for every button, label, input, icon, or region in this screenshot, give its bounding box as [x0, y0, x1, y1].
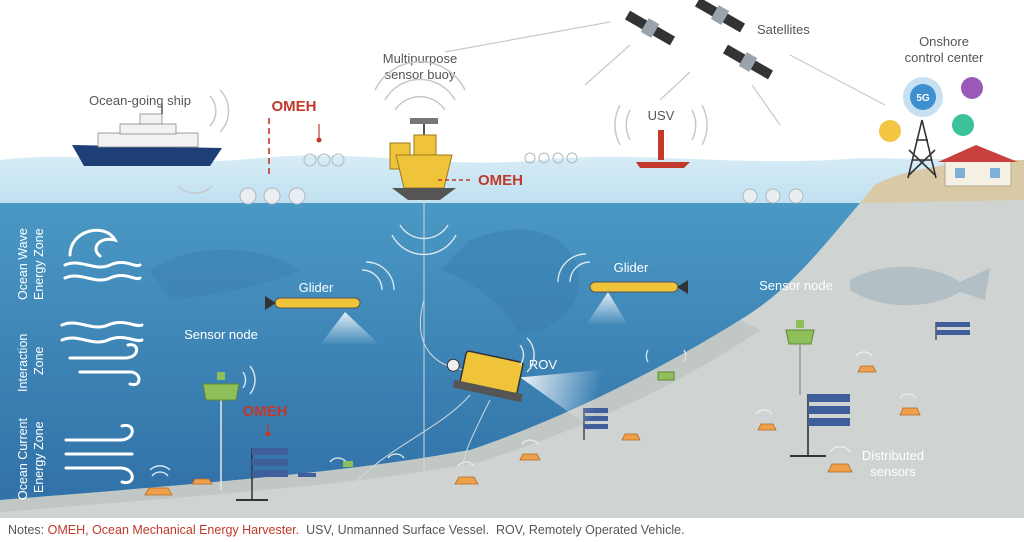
glider-label-left: Glider: [299, 280, 334, 295]
omeh-label-surface: OMEH: [272, 98, 317, 115]
seabed-omeh-units: [298, 461, 353, 477]
ocean-scene: Satellites Onshore control center 5G Oce…: [0, 0, 1024, 518]
satellite-icon: [722, 44, 774, 80]
onshore-label-line2: control center: [905, 50, 984, 65]
glider-left: [265, 296, 380, 345]
omeh-floats: [239, 152, 804, 205]
signal-waves: [177, 89, 230, 194]
buoy-label-line1: Multipurpose: [383, 51, 457, 66]
notes-omeh: OMEH, Ocean Mechanical Energy Harvester.: [47, 523, 300, 537]
manta-silhouette: [440, 229, 579, 335]
fish-silhouette: [850, 266, 990, 306]
zone-interaction-line2: Zone: [32, 346, 46, 375]
sensor-buoy: [389, 118, 456, 480]
rov: [446, 350, 604, 429]
signal-waves: [519, 337, 535, 373]
glider-label-right: Glider: [614, 260, 649, 275]
signal-waves: [614, 104, 708, 146]
wifi-icon: [879, 120, 901, 142]
ship-label: Ocean-going ship: [89, 93, 191, 108]
sensor-node-label-right: Sensor node: [759, 278, 833, 293]
omeh-pointer-dot: [316, 137, 322, 143]
ocean-going-ship: [72, 104, 222, 166]
omeh-label-seabed: OMEH: [243, 403, 288, 420]
signal-waves: [242, 365, 256, 395]
cloud-icon: [961, 77, 983, 99]
sensor-node-left: [202, 372, 240, 490]
seabed-flag-array: [790, 394, 850, 457]
zone-wave-line2: Energy Zone: [32, 228, 46, 300]
omeh-pointer-dot: [265, 431, 271, 437]
distributed-label-line1: Distributed: [862, 448, 924, 463]
usv-label: USV: [648, 108, 675, 123]
zone-interaction-line1: Interaction: [16, 334, 30, 392]
satellite-icon: [694, 0, 746, 33]
buoy-label-line2: sensor buoy: [385, 67, 456, 82]
control-house-icon: [938, 145, 1018, 187]
onshore-label-line1: Onshore: [919, 34, 969, 49]
usv: [636, 130, 690, 168]
rov-label: ROV: [529, 357, 558, 372]
seabed-flag-array: [935, 322, 970, 340]
zone-wave-line1: Ocean Wave: [16, 228, 30, 300]
glider-right: [586, 280, 688, 325]
wave-energy-icon: [63, 228, 142, 282]
sensor-node-label-left: Sensor node: [184, 327, 258, 342]
interaction-icon: [60, 320, 144, 387]
zone-current-line2: Energy Zone: [32, 421, 46, 493]
zone-current-line1: Ocean Current: [16, 417, 30, 500]
5g-badge: 5G: [916, 93, 930, 104]
monitor-icon: [952, 114, 974, 136]
sensor-node-small: [645, 349, 687, 381]
omeh-label-buoy: OMEH: [478, 172, 523, 189]
signal-waves: [149, 351, 917, 477]
notes-caption: Notes: OMEH, Ocean Mechanical Energy Har…: [8, 523, 685, 537]
satellite-icon: [624, 10, 676, 46]
distributed-sensors: [144, 365, 921, 496]
shark-silhouette: [150, 249, 300, 300]
seabed-shade: [0, 320, 760, 512]
seabed-slope: [0, 180, 1024, 518]
cell-tower-icon: [907, 119, 937, 179]
seabed-flag-array: [236, 448, 288, 501]
signal-waves: [391, 224, 457, 256]
signal-waves: [374, 61, 466, 111]
notes-prefix: Notes:: [8, 523, 45, 537]
signal-waves: [361, 253, 591, 291]
notes-rov: ROV, Remotely Operated Vehicle.: [496, 523, 685, 537]
notes-usv: USV, Unmanned Surface Vessel.: [306, 523, 490, 537]
network-icons: 5G: [879, 77, 983, 142]
satellite-links: [444, 21, 886, 126]
sensor-node-right: [785, 320, 815, 395]
current-energy-icon: [64, 423, 134, 485]
satellites-label: Satellites: [757, 22, 810, 37]
rov-tether: [349, 299, 491, 491]
distributed-label-line2: sensors: [870, 464, 916, 479]
